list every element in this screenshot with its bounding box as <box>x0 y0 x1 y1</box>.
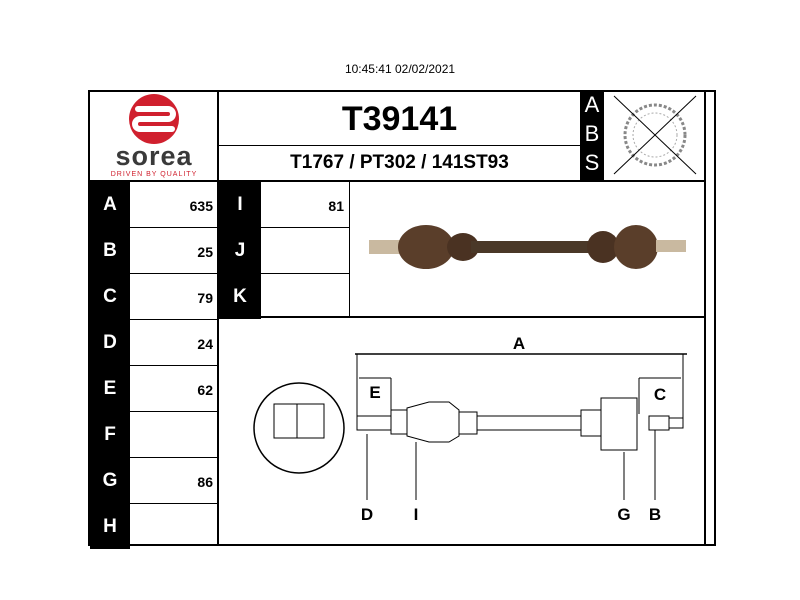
logo-brand: sorea <box>115 141 193 171</box>
datasheet-frame <box>88 90 716 546</box>
spec-value: 25 <box>197 244 213 260</box>
logo-tagline: DRIVEN BY QUALITY <box>110 171 198 178</box>
spec-row-j: J <box>219 228 350 274</box>
abs-label: A B S <box>580 90 604 180</box>
abs-letter: B <box>584 121 600 146</box>
spec-value: 24 <box>197 336 213 352</box>
dim-label-g: G <box>617 505 630 524</box>
spec-value: 635 <box>189 198 213 214</box>
dim-label-b: B <box>649 505 661 524</box>
spec-label: E <box>90 366 130 411</box>
part-number: T39141 <box>341 100 458 138</box>
spec-row-h: H <box>90 504 218 549</box>
logo: sorea DRIVEN BY QUALITY <box>90 92 218 180</box>
abs-letter: S <box>584 150 600 175</box>
spec-row-d: D 24 <box>90 320 218 366</box>
spec-row-f: F <box>90 412 218 458</box>
spec-row-g: G 86 <box>90 458 218 504</box>
no-abs-ring-icon <box>613 95 697 175</box>
dim-label-e: E <box>369 383 380 402</box>
spec-label: D <box>90 320 130 365</box>
abs-letter: A <box>584 92 600 117</box>
spec-label: K <box>219 274 261 319</box>
spec-value: 62 <box>197 382 213 398</box>
drive-shaft-photo <box>369 225 686 269</box>
sorea-logo-icon <box>129 94 179 144</box>
spec-row-k: K <box>219 274 350 319</box>
timestamp: 10:45:41 02/02/2021 <box>344 62 456 76</box>
dim-label-d: D <box>361 505 373 524</box>
spec-label: I <box>219 182 261 227</box>
specs-left: A 635 B 25 C 79 D 24 E 62 F G 86 H <box>90 182 218 549</box>
cross-references: T1767 / PT302 / 141ST93 <box>290 152 509 173</box>
spec-row-i: I 81 <box>219 182 350 228</box>
spec-value: 81 <box>328 198 344 214</box>
spec-row-e: E 62 <box>90 366 218 412</box>
dim-label-a: A <box>513 334 525 353</box>
dim-label-c: C <box>654 385 666 404</box>
spec-value <box>130 504 218 549</box>
spec-label: B <box>90 228 130 273</box>
spec-label: G <box>90 458 130 503</box>
spec-label: H <box>90 504 130 549</box>
spec-label: F <box>90 412 130 457</box>
spec-value <box>261 274 349 319</box>
spec-value <box>261 228 349 273</box>
spec-row-a: A 635 <box>90 182 218 228</box>
drive-shaft-diagram: A E C D I G B <box>253 334 687 524</box>
spec-value <box>130 412 218 457</box>
specs-right: I 81 J K <box>219 182 350 319</box>
spec-value: 79 <box>197 290 213 306</box>
spec-label: C <box>90 274 130 319</box>
spec-row-c: C 79 <box>90 274 218 320</box>
dim-label-i: I <box>414 505 419 524</box>
spec-label: A <box>90 182 130 227</box>
spec-row-b: B 25 <box>90 228 218 274</box>
spec-label: J <box>219 228 261 273</box>
spec-value: 86 <box>197 474 213 490</box>
